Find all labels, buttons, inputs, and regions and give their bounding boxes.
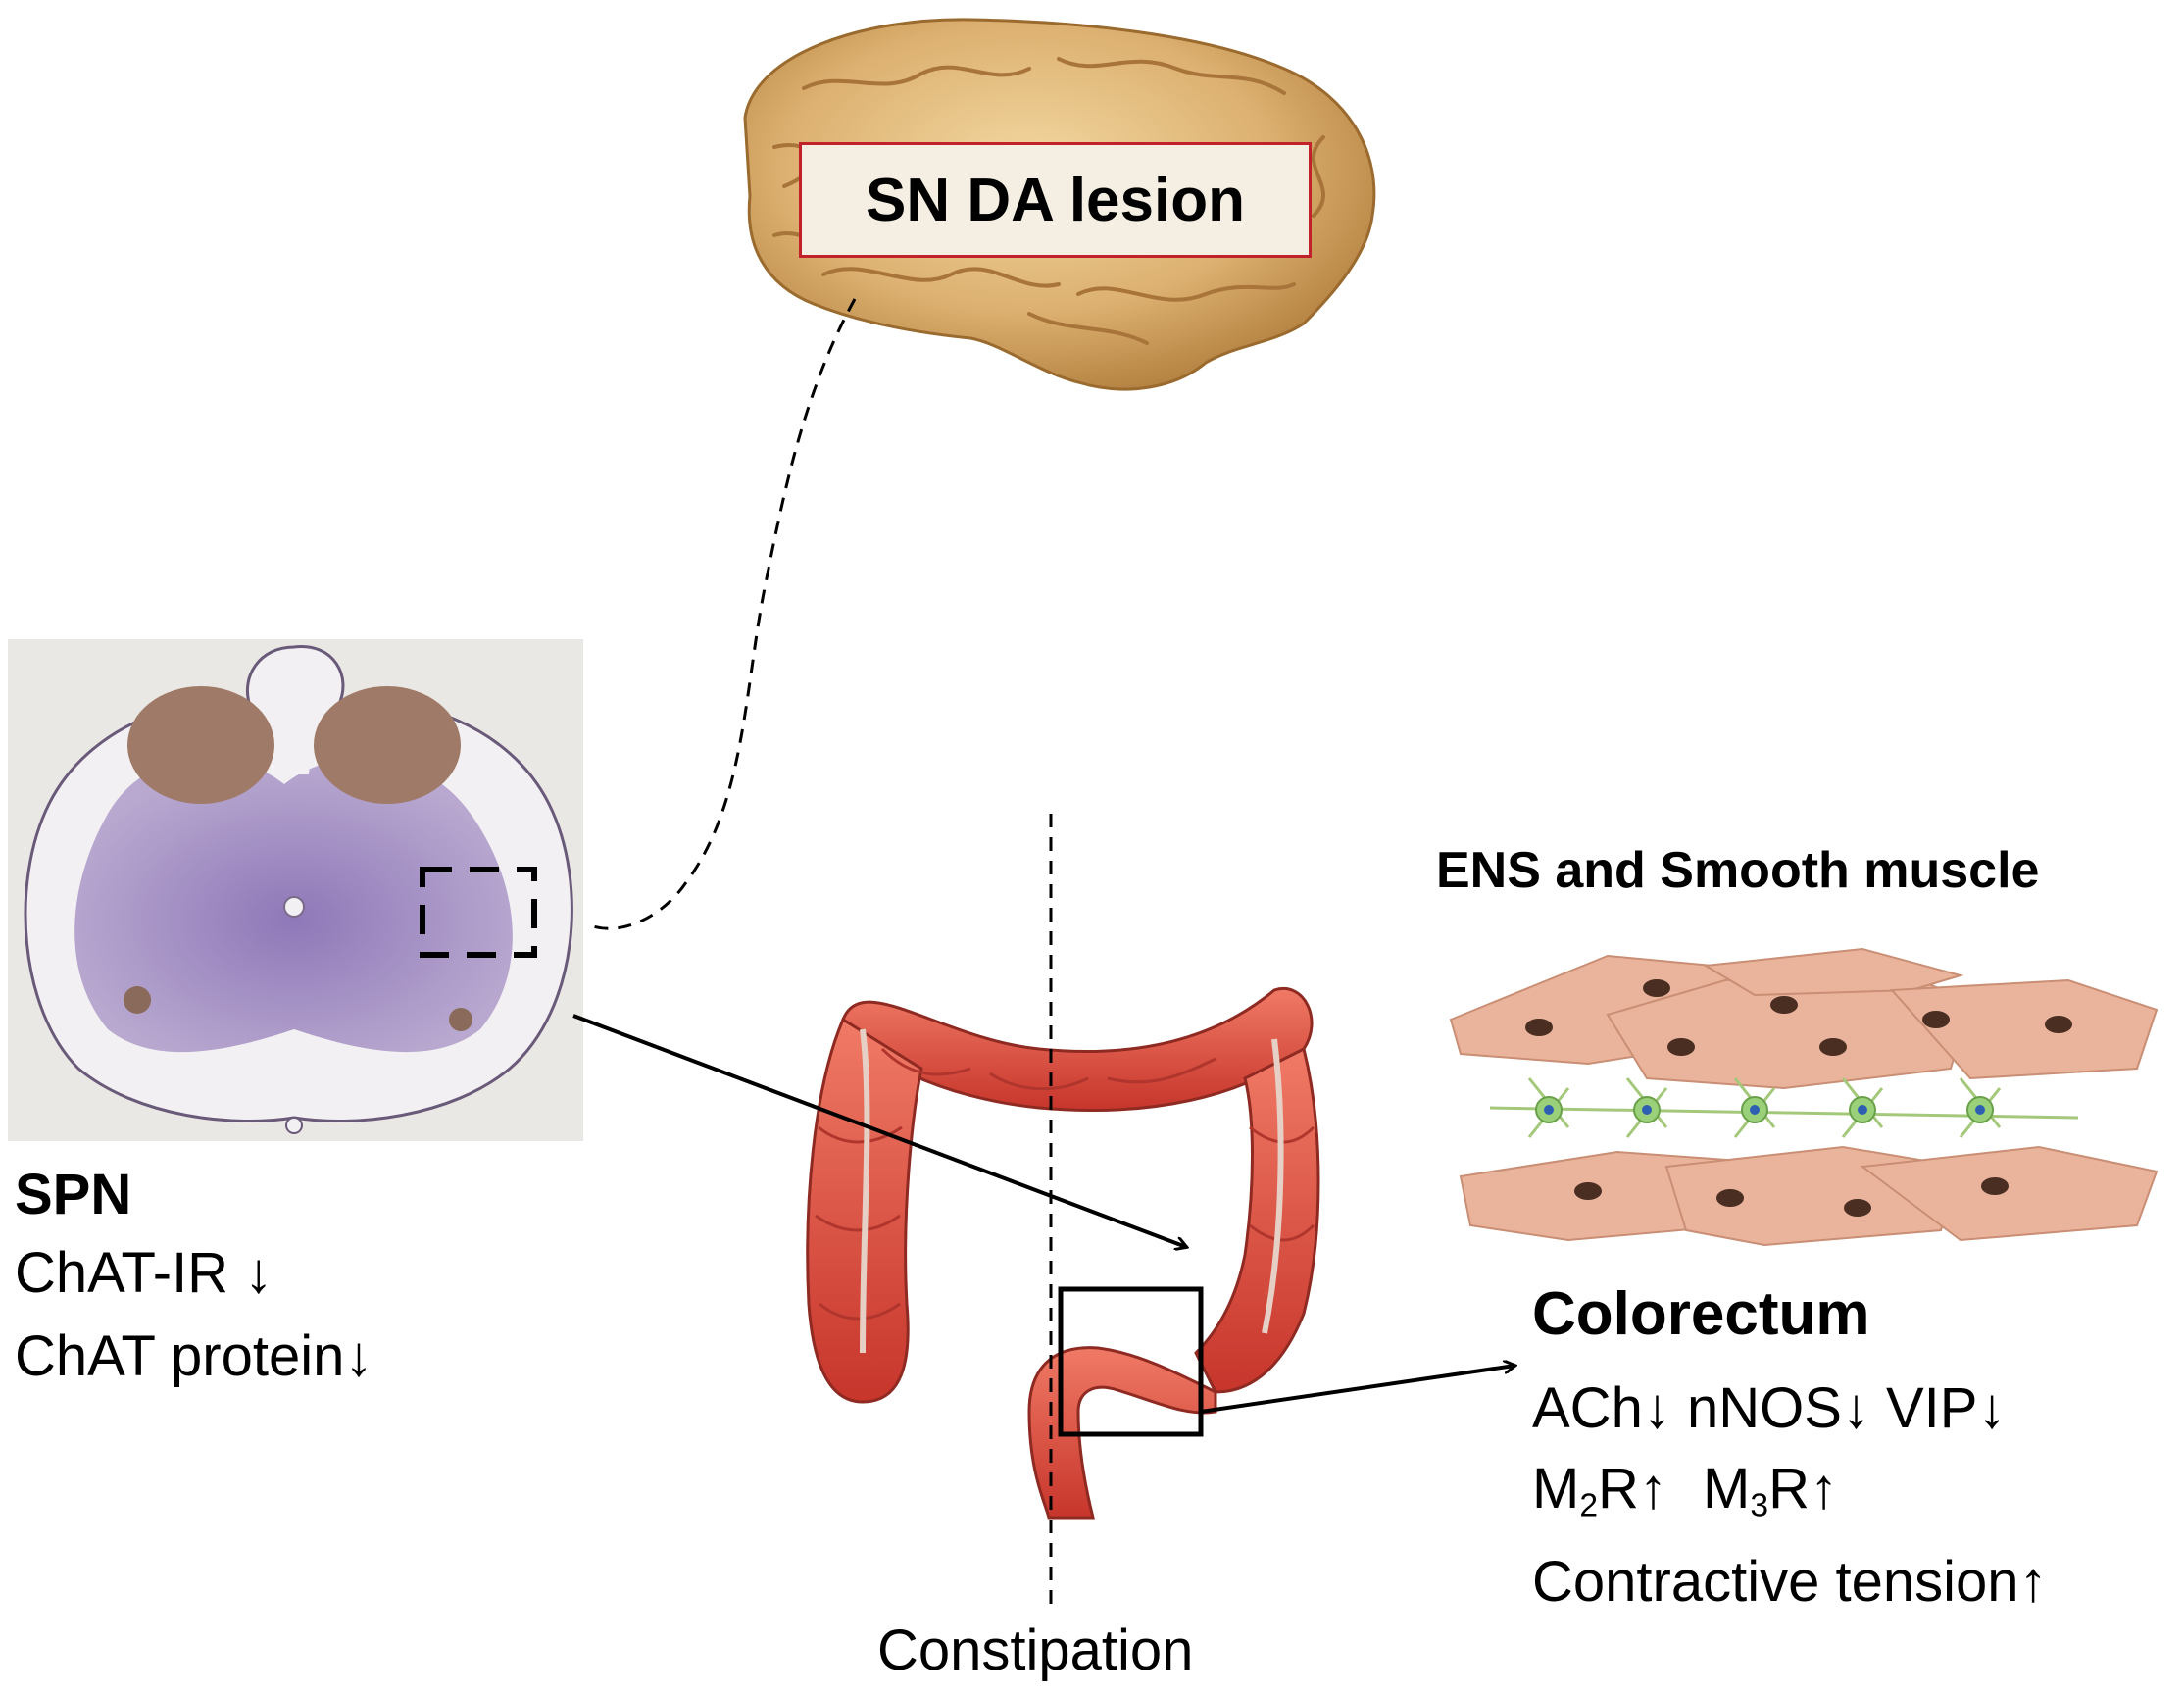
spinal-cord-section (8, 639, 583, 1141)
m2r-subscript: 2 (1579, 1487, 1599, 1524)
colon-illustration (806, 986, 1320, 1520)
m2r-prefix: M (1532, 1457, 1580, 1521)
m2r-suffix: R↑ (1598, 1457, 1667, 1521)
spn-title: SPN (15, 1163, 132, 1226)
brain-spinal-connector (592, 298, 857, 930)
m3r-subscript: 3 (1750, 1487, 1769, 1524)
spinal-to-colon-arrow (572, 1014, 1186, 1247)
ens-title: ENS and Smooth muscle (1436, 842, 2040, 899)
constipation-caption: Constipation (877, 1619, 1194, 1682)
ens-smooth-muscle-illustration (1449, 947, 2159, 1247)
colon-to-colorectum-arrow (1200, 1366, 1514, 1414)
colorectum-region-box (1058, 1286, 1204, 1437)
spn-line-1: ChAT-IR ↓ (15, 1241, 273, 1305)
m3r-suffix: R↑ (1768, 1457, 1838, 1521)
lesion-label: SN DA lesion (866, 166, 1245, 234)
colorectum-line-3: Contractive tension↑ (1532, 1550, 2048, 1614)
colorectum-line-1: ACh↓ nNOS↓ VIP↓ (1532, 1376, 2007, 1440)
m3r-prefix: M (1703, 1457, 1751, 1521)
colorectum-title: Colorectum (1532, 1280, 1870, 1348)
lesion-label-box: SN DA lesion (799, 142, 1312, 258)
colorectum-line-2: M2R↑ M3R↑ (1532, 1461, 1838, 1522)
spn-region-box (420, 867, 537, 958)
m2r-label: M2R↑ (1532, 1461, 1667, 1522)
spn-line-2: ChAT protein↓ (15, 1324, 373, 1388)
m3r-label: M3R↑ (1703, 1461, 1838, 1522)
